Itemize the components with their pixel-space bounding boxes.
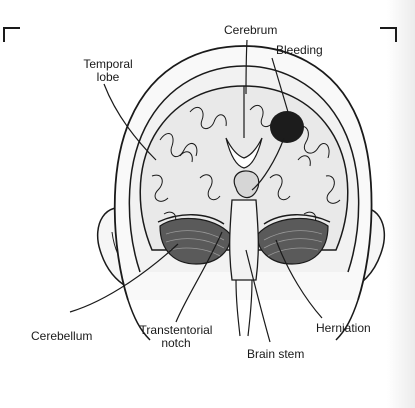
bleeding-hematoma — [270, 111, 304, 143]
label-cerebellum: Cerebellum — [31, 330, 92, 343]
label-transtentorial-line2: notch — [126, 337, 226, 350]
label-cerebrum: Cerebrum — [224, 24, 277, 37]
label-transtentorial-notch: Transtentorial notch — [126, 324, 226, 350]
corner-bracket-top-left — [4, 28, 20, 42]
corner-bracket-top-right — [380, 28, 396, 42]
label-temporal-lobe: Temporal lobe — [74, 58, 142, 84]
label-temporal-lobe-line2: lobe — [74, 71, 142, 84]
brain-stem — [230, 200, 259, 280]
label-bleeding: Bleeding — [276, 44, 323, 57]
label-herniation: Herniation — [316, 322, 371, 335]
label-brain-stem: Brain stem — [247, 348, 304, 361]
